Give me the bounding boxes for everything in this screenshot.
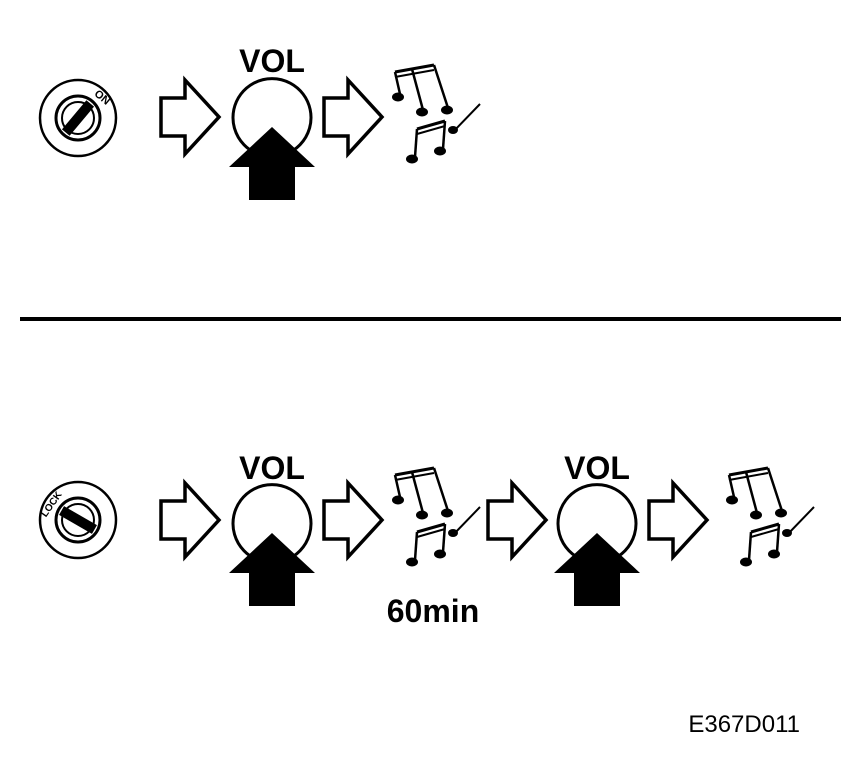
vol-button-label: VOL [239,43,305,79]
arrow-right-icon [322,78,384,156]
press-arrow-icon [229,533,315,606]
music-notes-icon [724,466,816,568]
press-arrow-icon [554,533,640,606]
arrow-right-icon [486,481,548,559]
vol-button-label: VOL [564,450,630,486]
bottom-sequence: LOCK VOL 60min VOL [38,450,816,629]
arrow-right-icon [647,481,709,559]
ignition-key-on-icon: ON [38,78,118,158]
figure-code: E367D011 [688,711,800,738]
music-notes-icon [390,466,482,568]
vol-button-press: VOL [229,43,315,200]
vol-button-press-1: VOL [229,450,315,606]
wait-time-label: 60min [387,593,479,629]
ignition-key-lock-icon: LOCK [38,480,118,560]
top-sequence: ON VOL [38,43,482,200]
press-arrow-icon [229,127,315,200]
arrow-right-icon [159,78,221,156]
vol-button-label: VOL [239,450,305,486]
vol-button-press-2: VOL [554,450,640,606]
arrow-right-icon [322,481,384,559]
music-notes-icon [390,63,482,165]
arrow-right-icon [159,481,221,559]
